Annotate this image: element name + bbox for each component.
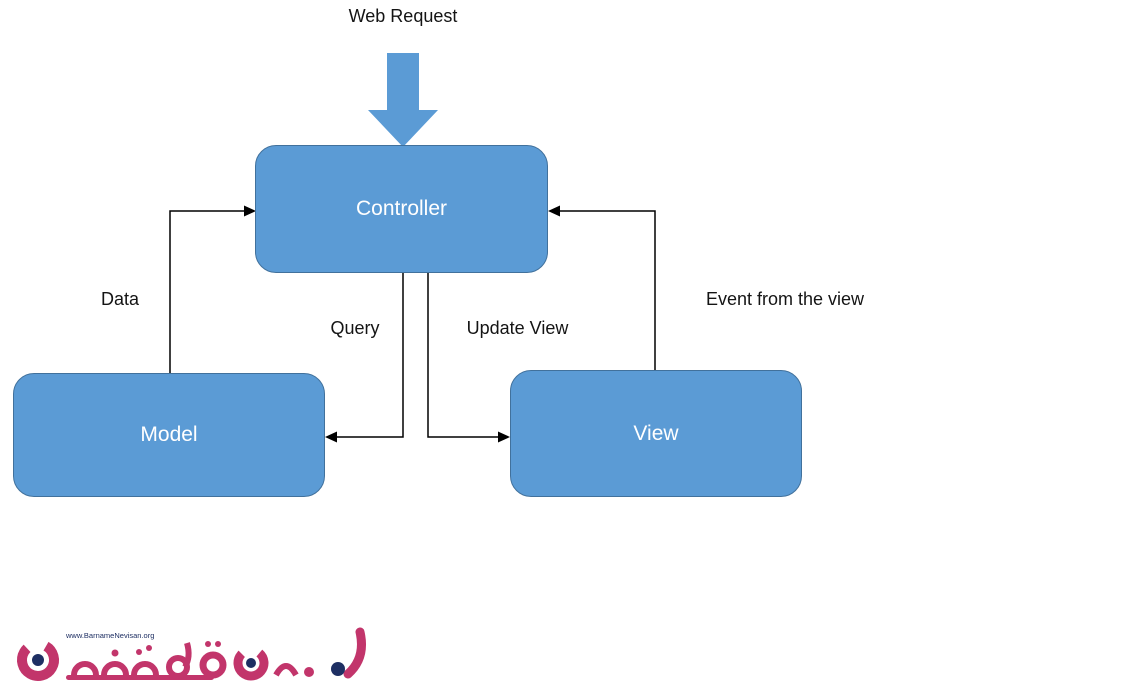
edge-update-view-line — [427, 273, 499, 438]
logo-dot-6 — [304, 667, 314, 677]
barname-nevisan-logo: www.BarnameNevisan.org — [8, 625, 378, 685]
logo-final-stroke — [343, 627, 366, 679]
edge-query-arrowhead — [325, 431, 337, 443]
controller-node-label: Controller — [355, 197, 448, 220]
web-request-block-arrow — [368, 53, 438, 147]
logo-graphic: www.BarnameNevisan.org — [17, 627, 366, 681]
edge-data-arrowhead — [244, 205, 256, 217]
edge-event-label: Event from the view — [705, 289, 865, 309]
logo-dot-4 — [205, 641, 211, 647]
logo-underline — [66, 675, 214, 680]
edge-query-label: Query — [330, 318, 380, 338]
logo-arch-4 — [273, 663, 299, 677]
logo-url-text: www.BarnameNevisan.org — [65, 631, 154, 640]
view-node-label: View — [633, 421, 679, 445]
edge-event-line — [559, 210, 656, 370]
logo-round-letter — [199, 651, 227, 679]
logo-ring-mid-dot — [246, 658, 256, 668]
logo-ring-mid — [233, 645, 269, 681]
model-node-label: Model — [140, 423, 198, 446]
edge-data-line — [169, 210, 245, 373]
logo-riser — [182, 642, 192, 669]
logo-arch-1 — [71, 661, 99, 676]
edge-data-label: Data — [100, 289, 140, 309]
logo-ring-left-dot — [32, 654, 44, 666]
logo-dot-1 — [111, 649, 119, 657]
logo-arch-3 — [131, 661, 159, 676]
logo-arch-2 — [101, 661, 129, 676]
model-node: Model — [13, 373, 325, 497]
logo-navy-dot-right — [331, 662, 345, 676]
logo-dot-2 — [136, 649, 142, 655]
logo-dot-5 — [215, 641, 221, 647]
edge-update-view-label: Update View — [466, 318, 569, 338]
view-node: View — [510, 370, 802, 497]
edge-query-line — [336, 273, 404, 438]
controller-node: Controller — [255, 145, 548, 273]
edge-update-view-arrowhead — [498, 431, 510, 443]
edge-event-arrowhead — [548, 205, 560, 217]
logo-dot-3 — [146, 645, 152, 651]
logo-ring-left — [17, 639, 59, 681]
logo-loop — [166, 655, 190, 679]
web-request-label: Web Request — [348, 6, 458, 26]
